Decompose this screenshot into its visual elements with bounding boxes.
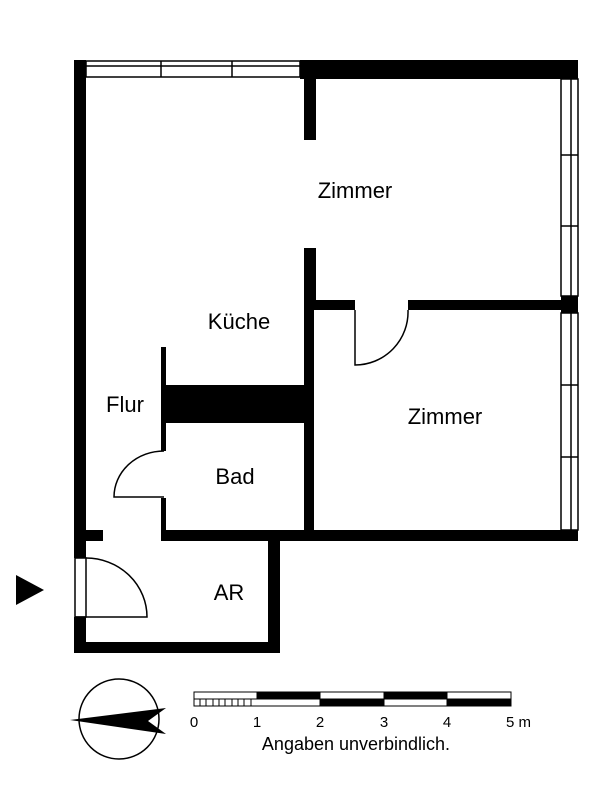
scale-tick-1: 1 bbox=[253, 714, 261, 731]
scale-tick-5: 5 m bbox=[506, 714, 531, 731]
doors bbox=[75, 309, 409, 618]
room-label-zimmer-top: Zimmer bbox=[318, 178, 393, 203]
scale-tick-2: 2 bbox=[316, 714, 324, 731]
north-arrow-icon bbox=[70, 678, 166, 760]
room-label-ar: AR bbox=[214, 580, 245, 605]
scale-tick-0: 0 bbox=[190, 714, 198, 731]
room-label-flur: Flur bbox=[106, 392, 144, 417]
disclaimer-note: Angaben unverbindlich. bbox=[262, 734, 450, 754]
scale-tick-4: 4 bbox=[443, 714, 451, 731]
room-label-bad: Bad bbox=[215, 464, 254, 489]
entrance-arrow-icon bbox=[16, 575, 44, 605]
scale-bar bbox=[193, 691, 512, 707]
door-zimmer bbox=[354, 309, 409, 366]
windows bbox=[74, 60, 579, 618]
walls bbox=[74, 60, 578, 653]
room-label-kueche: Küche bbox=[208, 309, 270, 334]
door-bad bbox=[113, 450, 165, 498]
door-entrance bbox=[75, 557, 148, 618]
scale-tick-3: 3 bbox=[380, 714, 388, 731]
room-label-zimmer-bottom: Zimmer bbox=[408, 404, 483, 429]
